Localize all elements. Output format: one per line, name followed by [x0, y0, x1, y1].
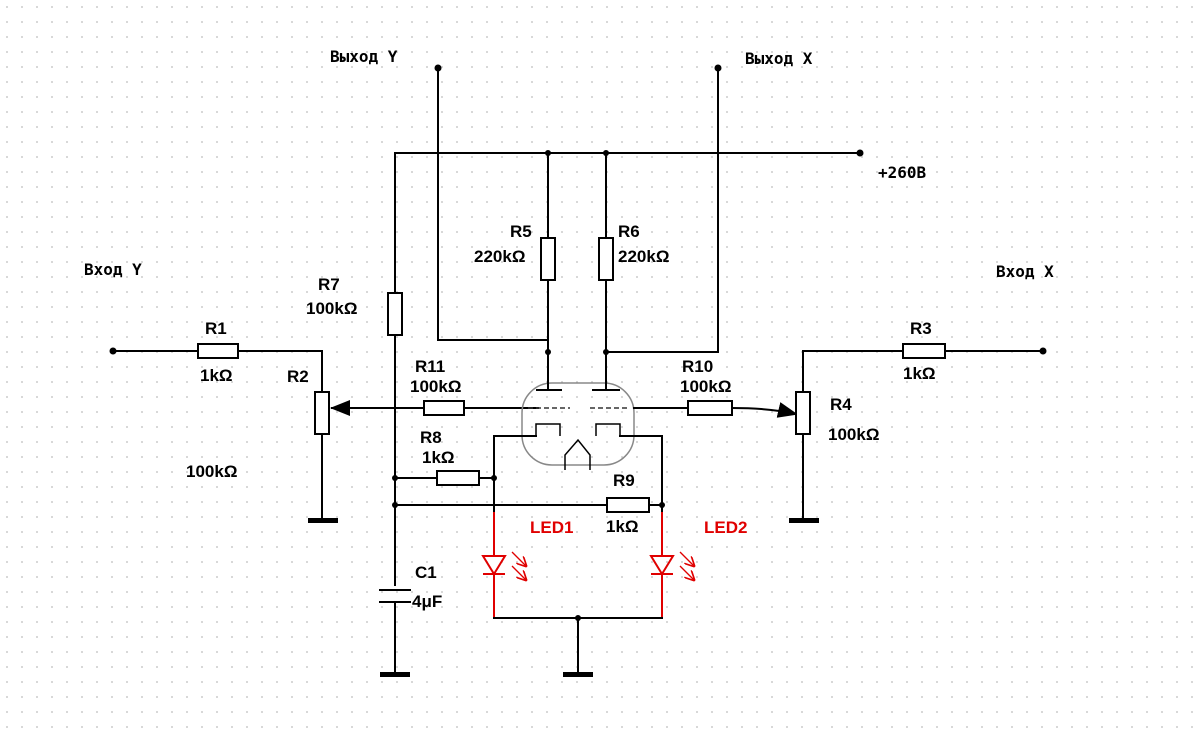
resistor-r1	[109, 343, 323, 359]
resistor-r8	[394, 470, 497, 486]
r9-value: 1kΩ	[606, 517, 639, 536]
resistor-r5	[540, 152, 556, 391]
resistor-r10	[633, 400, 798, 418]
r3-name: R3	[910, 319, 932, 338]
r6-name: R6	[618, 222, 640, 241]
r10-name: R10	[682, 357, 713, 376]
input-x-label: Вход X	[996, 262, 1054, 281]
resistor-r11	[423, 400, 539, 416]
r6-value: 220kΩ	[618, 247, 669, 266]
r7-value: 100kΩ	[306, 299, 357, 318]
led-ground-return	[493, 615, 663, 677]
r11-value: 100kΩ	[410, 377, 461, 396]
supply-label: +260B	[878, 163, 927, 182]
output-x-wire	[605, 64, 722, 353]
r4-value: 100kΩ	[828, 425, 879, 444]
r4-name: R4	[830, 395, 852, 414]
r5-name: R5	[510, 222, 532, 241]
led1-symbol	[481, 512, 526, 618]
output-y-wire	[434, 64, 549, 341]
r10-value: 100kΩ	[680, 377, 731, 396]
r5-value: 220kΩ	[474, 247, 525, 266]
r8-value: 1kΩ	[422, 448, 455, 467]
led2-symbol	[649, 512, 694, 618]
r2-value: 100kΩ	[186, 462, 237, 481]
output-x-label: Выход X	[745, 49, 813, 68]
output-y-label: Выход Y	[330, 47, 398, 66]
c1-value: 4μF	[412, 592, 442, 611]
r2-name: R2	[287, 367, 309, 386]
r9-name: R9	[613, 471, 635, 490]
r8-name: R8	[420, 428, 442, 447]
potentiometer-r4	[789, 350, 819, 523]
resistor-r6	[598, 152, 614, 391]
cathode-wires	[394, 435, 663, 513]
c1-name: C1	[415, 563, 437, 582]
capacitor-c1	[379, 589, 411, 677]
potentiometer-r2	[308, 350, 425, 523]
input-y-label: Вход Y	[84, 260, 142, 279]
r3-value: 1kΩ	[903, 364, 936, 383]
led2-label: LED2	[704, 518, 747, 537]
r7-name: R7	[318, 275, 340, 294]
led1-label: LED1	[530, 518, 573, 537]
r1-value: 1kΩ	[200, 366, 233, 385]
r11-name: R11	[415, 357, 445, 376]
resistor-r7	[387, 152, 403, 586]
resistor-r9	[606, 497, 665, 513]
r1-name: R1	[205, 319, 227, 338]
vacuum-tube-double-triode	[521, 382, 635, 470]
resistor-r3	[802, 343, 1047, 359]
